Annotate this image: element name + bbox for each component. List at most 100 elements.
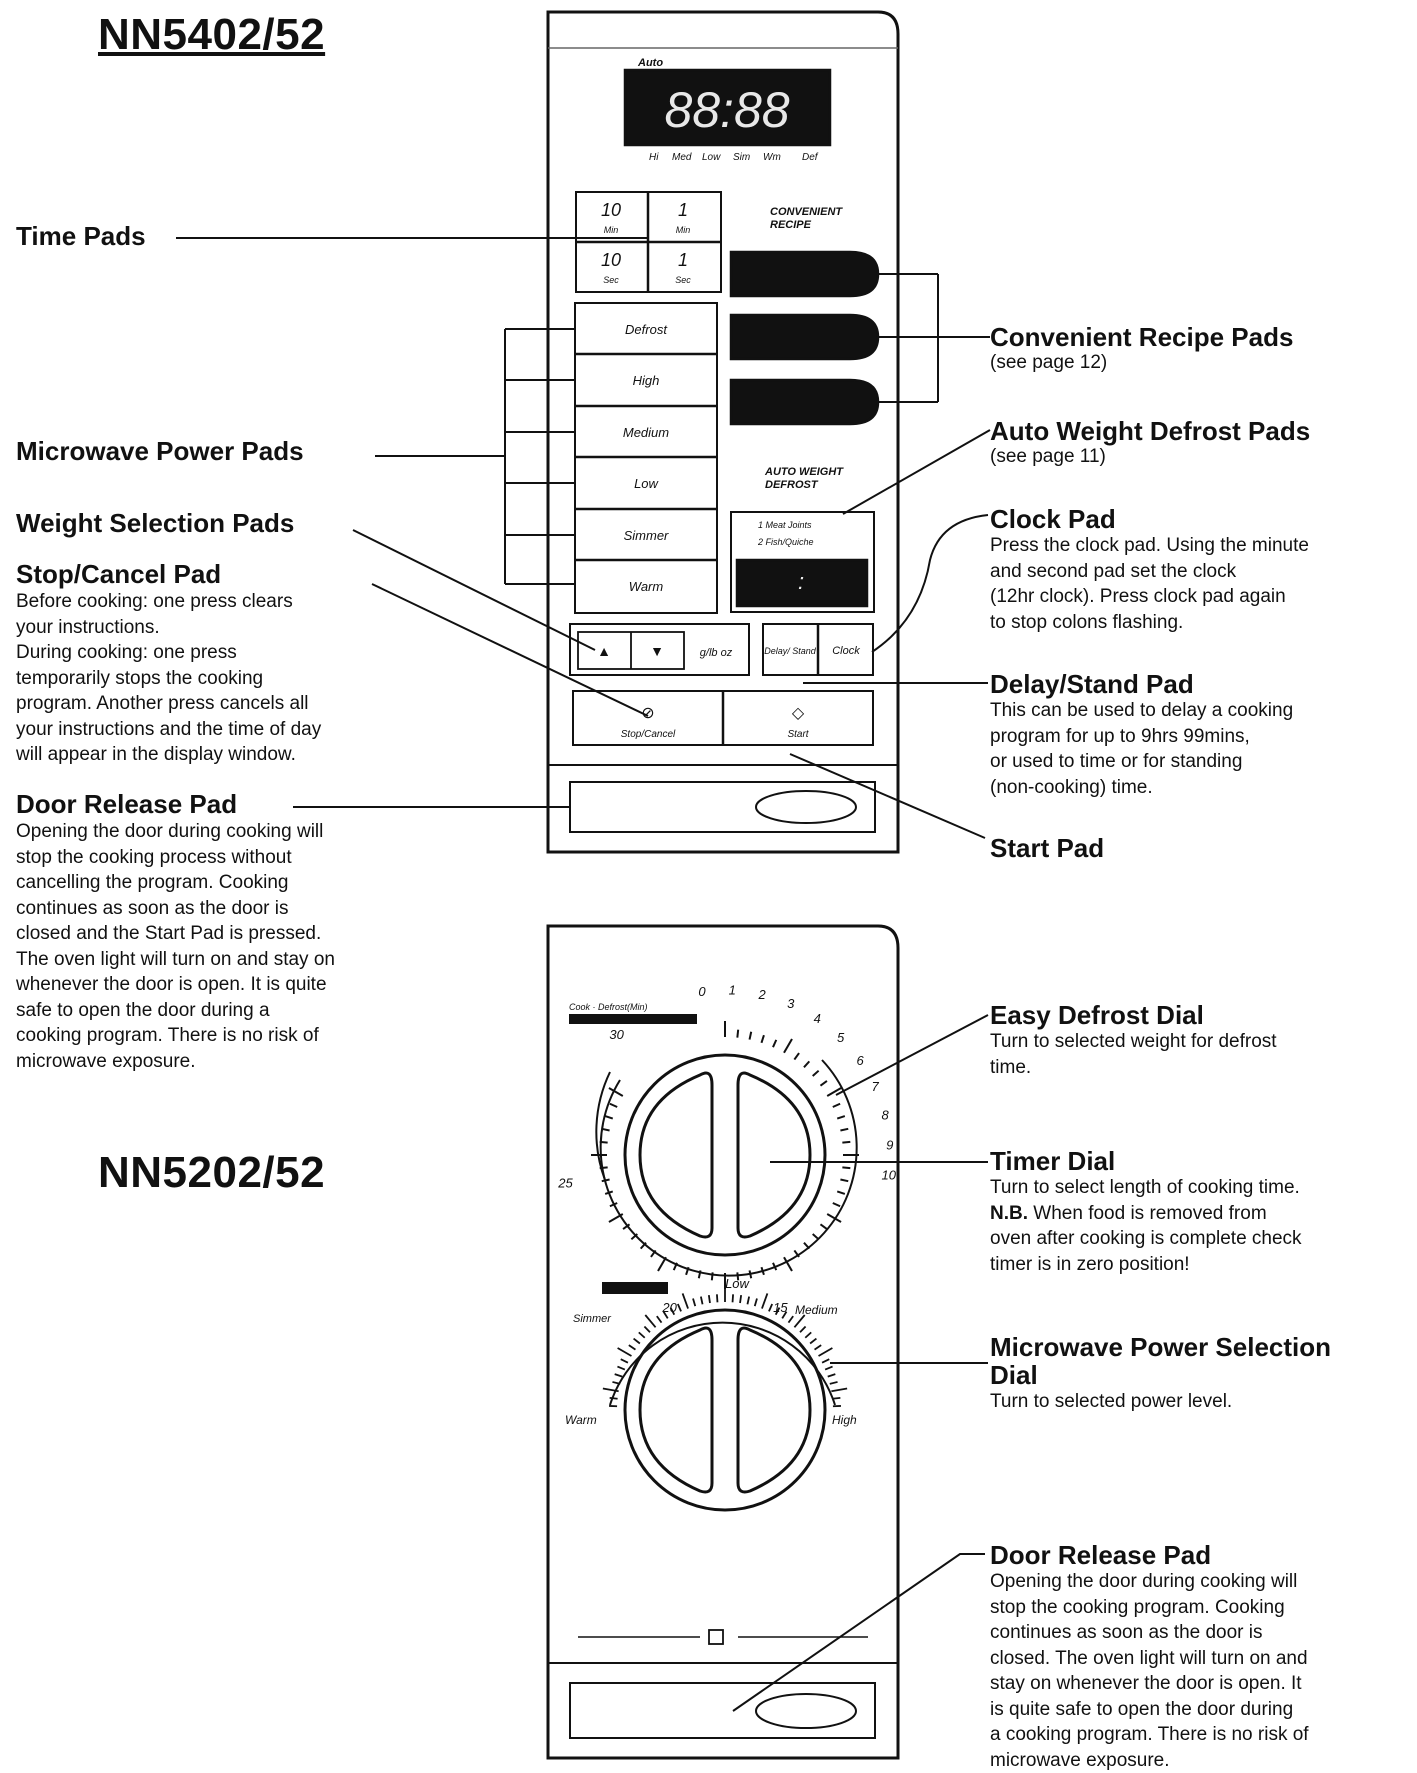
timer-tick <box>794 1053 799 1059</box>
weight-down-arrow[interactable]: ▼ <box>650 643 664 659</box>
door-release-oval-top[interactable] <box>756 791 856 823</box>
door-open-icon <box>709 1630 723 1644</box>
timer-tick <box>833 1203 840 1206</box>
convenient-pad-1[interactable] <box>731 252 878 296</box>
power-pad-simmer[interactable]: Simmer <box>624 528 669 543</box>
power-pad-warm[interactable]: Warm <box>629 579 664 594</box>
power-tick <box>800 1327 806 1333</box>
power-tick <box>683 1293 688 1308</box>
power-tick <box>755 1298 757 1306</box>
timer-tick-label-30: 30 <box>609 1027 624 1042</box>
timer-tick <box>837 1191 845 1193</box>
power-tick <box>621 1359 628 1363</box>
timer-tick <box>773 1040 776 1047</box>
timer-tick <box>610 1104 617 1107</box>
timer-tick <box>827 1088 841 1096</box>
timer-tick <box>837 1116 845 1118</box>
display-digits: 88:88 <box>664 82 789 138</box>
timer-tick-label-20: 20 <box>661 1300 677 1315</box>
timer-tick <box>750 1270 752 1278</box>
power-tick <box>825 1367 832 1370</box>
auto-weight-display: : <box>798 569 804 594</box>
power-pad-defrost[interactable]: Defrost <box>625 322 668 337</box>
power-tick <box>657 1316 662 1322</box>
timer-tick <box>840 1129 848 1131</box>
power-tick <box>832 1398 840 1399</box>
power-pad-medium[interactable]: Medium <box>623 425 669 440</box>
start-pad-label[interactable]: Start <box>787 729 809 740</box>
timer-tick <box>761 1035 763 1043</box>
timer-tick <box>840 1180 848 1182</box>
timer-tick-label-25: 25 <box>557 1176 573 1191</box>
timer-tick <box>761 1267 763 1275</box>
defrost-tick-label-3: 3 <box>787 996 795 1011</box>
power-selection-dial[interactable] <box>610 1310 835 1510</box>
timer-dial[interactable] <box>596 1055 856 1276</box>
timer-tick <box>842 1167 850 1168</box>
power-header-bar <box>602 1282 668 1294</box>
timer-tick <box>833 1104 840 1107</box>
power-tick <box>617 1367 624 1370</box>
power-tick <box>645 1315 655 1327</box>
power-label-medium: Medium <box>795 1303 838 1317</box>
time-pad-10sec-num[interactable]: 10 <box>601 250 621 270</box>
timer-tick <box>600 1142 608 1143</box>
weight-up-arrow[interactable]: ▲ <box>597 643 611 659</box>
defrost-tick-label-7: 7 <box>872 1079 880 1094</box>
timer-tick <box>820 1224 826 1229</box>
start-icon: ◇ <box>792 705 805 722</box>
power-tick <box>769 1304 772 1311</box>
time-pad-1min-num[interactable]: 1 <box>678 200 688 220</box>
power-tick <box>831 1388 847 1391</box>
door-release-oval-bottom[interactable] <box>756 1694 856 1728</box>
timer-tick <box>602 1129 610 1131</box>
timer-tick <box>842 1142 850 1143</box>
timer-tick <box>658 1257 666 1271</box>
timer-tick <box>605 1191 613 1193</box>
power-pad-high[interactable]: High <box>633 373 660 388</box>
timer-tick <box>600 1167 608 1168</box>
power-tick <box>701 1297 703 1305</box>
timer-tick <box>737 1030 738 1038</box>
convenient-label-1: CONVENIENT <box>770 206 843 218</box>
clock-pad-label[interactable]: Clock <box>832 645 860 657</box>
stop-cancel-pad-label[interactable]: Stop/Cancel <box>621 729 676 740</box>
defrost-tick-label-5: 5 <box>837 1030 845 1045</box>
defrost-tick-label-6: 6 <box>857 1053 865 1068</box>
power-tick <box>810 1339 816 1344</box>
power-tick <box>830 1382 838 1384</box>
power-tick <box>819 1348 833 1356</box>
power-tick <box>828 1374 836 1376</box>
power-pad-low[interactable]: Low <box>634 476 659 491</box>
defrost-header: Cook · Defrost(Min) <box>569 1002 648 1012</box>
power-tick <box>639 1332 645 1337</box>
timer-tick <box>602 1180 610 1182</box>
power-tick <box>629 1345 636 1349</box>
delay-stand-pad-label[interactable]: Delay/ Stand <box>764 646 817 656</box>
timer-tick <box>820 1081 826 1086</box>
door-release-button-bottom[interactable] <box>570 1683 875 1738</box>
stop-start-pads[interactable] <box>573 691 873 745</box>
time-pad-1sec-num[interactable]: 1 <box>678 250 688 270</box>
time-pad-1sec-unit: Sec <box>675 275 691 285</box>
timer-tick <box>605 1116 613 1118</box>
convenient-pad-2[interactable] <box>731 315 878 359</box>
display-indicator-def: Def <box>802 152 819 163</box>
time-pads-grid <box>576 192 721 292</box>
time-pad-10min-unit: Min <box>604 225 619 235</box>
power-tick <box>717 1294 718 1302</box>
display-indicator-hi: Hi <box>649 152 659 163</box>
defrost-tick-label-0: 0 <box>698 984 706 999</box>
power-tick <box>762 1293 767 1308</box>
timer-tick <box>804 1243 809 1249</box>
power-tick <box>747 1297 749 1305</box>
door-release-button-top[interactable] <box>570 782 875 832</box>
power-tick <box>615 1374 623 1376</box>
display-indicator-sim: Sim <box>733 152 750 163</box>
time-pad-10min-num[interactable]: 10 <box>601 200 621 220</box>
weight-unit-label: g/lb oz <box>700 647 733 659</box>
power-label-high: High <box>832 1413 857 1427</box>
convenient-pad-3[interactable] <box>731 380 878 424</box>
auto-weight-label-2: DEFROST <box>765 479 819 491</box>
